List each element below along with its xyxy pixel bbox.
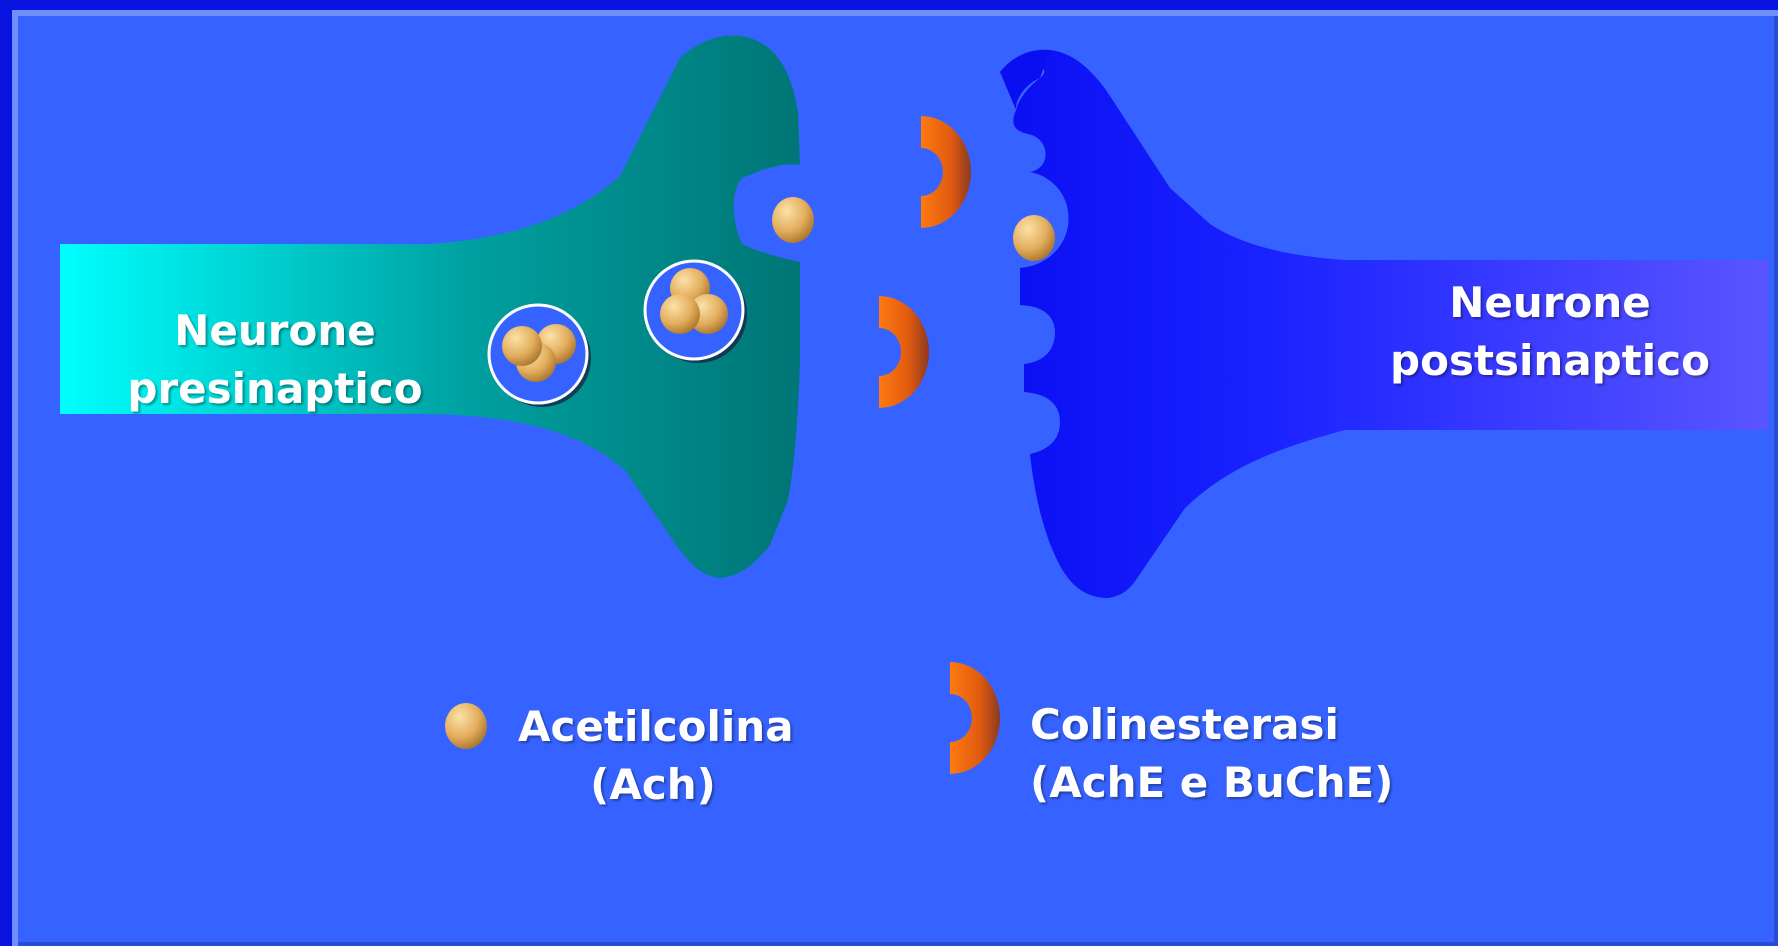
postsynaptic-label-line1: Neurone [1385,274,1715,332]
legend-acetylcholine-label: Acetilcolina (Ach) [518,698,788,814]
legend-ach-line1: Acetilcolina [518,698,788,756]
presynaptic-label-line2: presinaptico [120,360,430,418]
cholinesterase-enzyme [921,116,971,228]
postsynaptic-neuron-label: Neurone postsinaptico [1385,274,1715,390]
legend-ache-line1: Colinesterasi [1030,696,1430,754]
presynaptic-label-line1: Neurone [120,302,430,360]
legend-ach-line2: (Ach) [518,756,788,814]
cholinesterase-enzyme-icon [950,662,1000,774]
presynaptic-neuron-label: Neurone presinaptico [120,302,430,418]
acetylcholine-molecule [1013,215,1055,261]
cholinesterase-enzyme [879,296,929,408]
legend-ache-line2: (AchE e BuChE) [1030,754,1430,812]
acetylcholine-molecule [772,197,814,243]
acetylcholine-molecule-icon [445,703,487,749]
legend-cholinesterase-label: Colinesterasi (AchE e BuChE) [1030,696,1430,812]
postsynaptic-label-line2: postsinaptico [1385,332,1715,390]
